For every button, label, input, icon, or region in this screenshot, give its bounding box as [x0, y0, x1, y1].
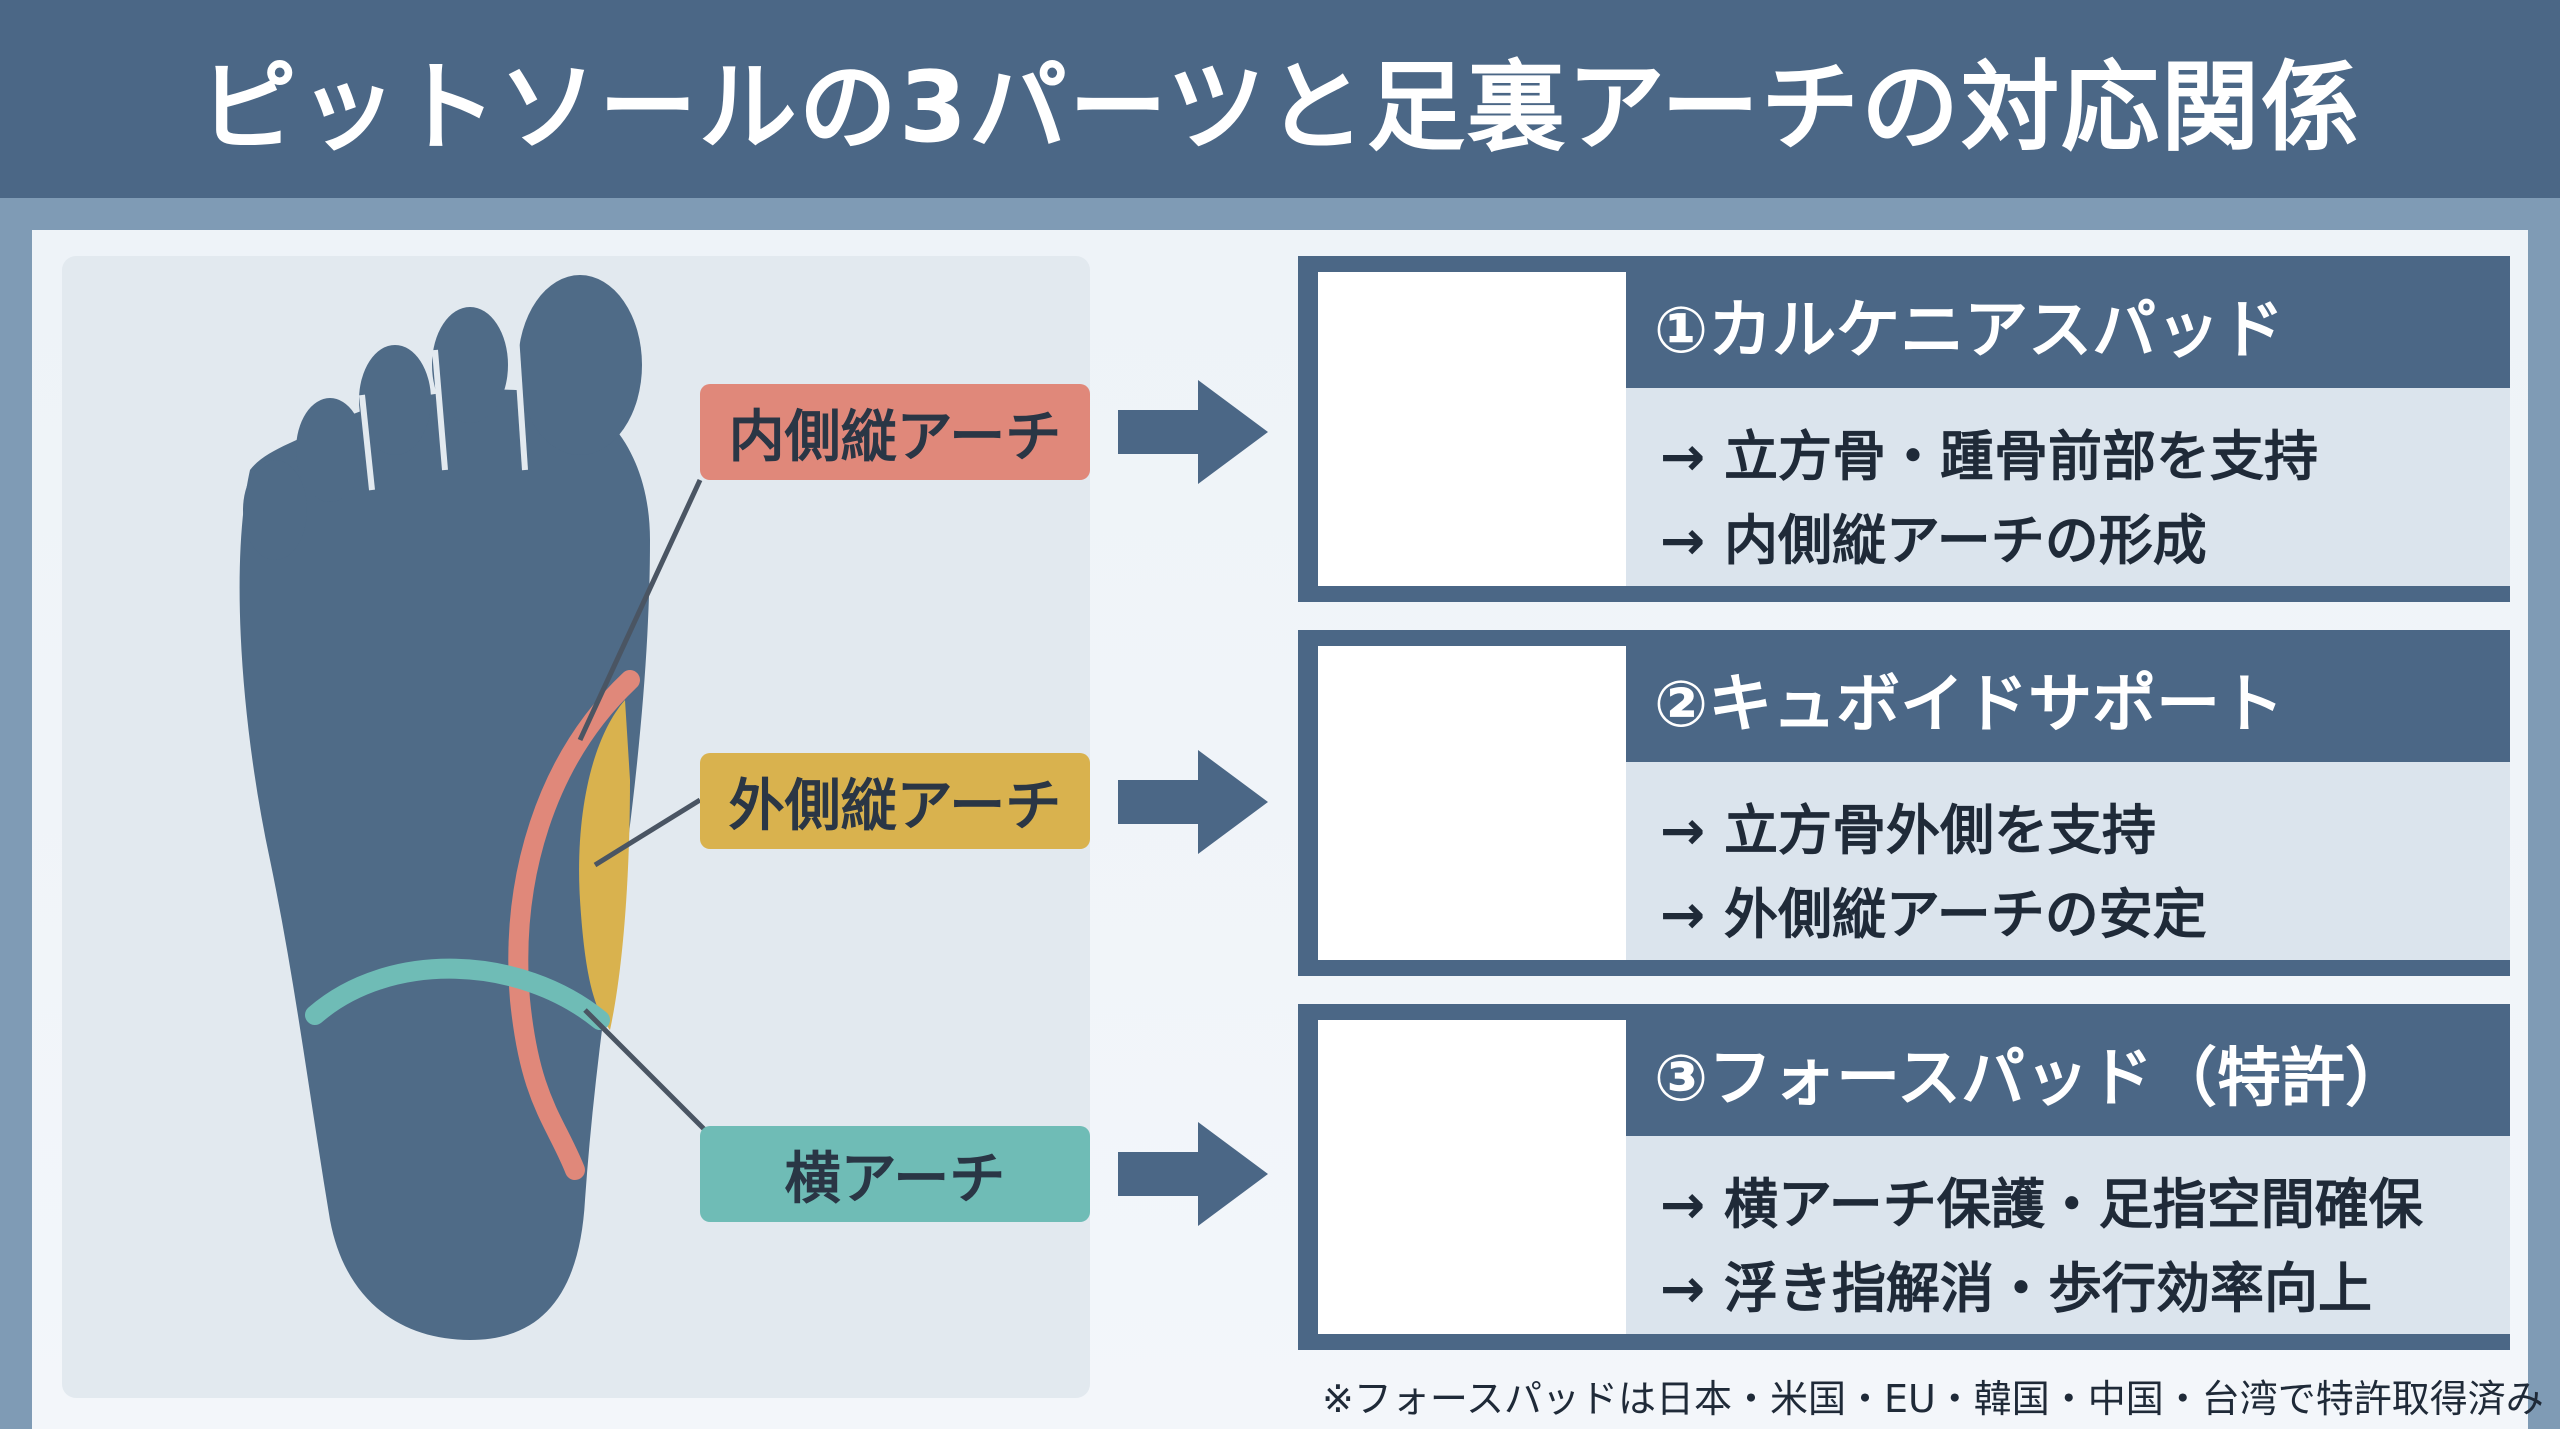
leader-line-medial [577, 478, 703, 742]
card-title: ②キュボイドサポート [1626, 636, 2510, 762]
big-toe [518, 275, 642, 455]
transverse-arch-band [305, 958, 610, 1030]
card-thumbnail [1318, 646, 1626, 960]
toe-gap [432, 349, 448, 471]
toe-gap [359, 394, 375, 491]
card-thumbnail [1318, 1020, 1626, 1334]
arrow-right-icon [1118, 380, 1268, 484]
label-medial-arch: 内側縦アーチ [700, 384, 1090, 480]
little-toe [243, 460, 307, 560]
card-line: → 外側縦アーチの安定 [1660, 883, 2207, 946]
card-line: → 内側縦アーチの形成 [1660, 509, 2207, 572]
leader-line-transverse [583, 1008, 707, 1132]
toe-gap [512, 319, 528, 471]
fourth-toe [296, 398, 364, 502]
card-line: → 浮き指解消・歩行効率向上 [1660, 1257, 2373, 1320]
third-toe [359, 345, 431, 455]
footnote: ※フォースパッドは日本・米国・EU・韓国・中国・台湾で特許取得済み [1322, 1377, 2544, 1421]
card-line: → 立方骨・踵骨前部を支持 [1660, 425, 2319, 488]
second-toe [432, 307, 508, 423]
page-title: ピットソールの3パーツと足裏アーチの対応関係 [198, 51, 2362, 165]
label-lateral-arch: 外側縦アーチ [700, 753, 1090, 849]
arrow-right-icon [1118, 1122, 1268, 1226]
card-line: → 立方骨外側を支持 [1660, 799, 2157, 862]
card-thumbnail [1318, 272, 1626, 586]
label-transverse-arch: 横アーチ [700, 1126, 1090, 1222]
medial-arch-band [508, 670, 640, 1180]
lateral-arch-pad [579, 700, 630, 1030]
card-title: ③フォースパッド（特許） [1626, 1010, 2510, 1136]
card-line: → 横アーチ保護・足指空間確保 [1660, 1173, 2423, 1236]
leader-line-lateral [593, 797, 702, 868]
arrow-right-icon [1118, 750, 1268, 854]
header-bar: ピットソールの3パーツと足裏アーチの対応関係 [0, 0, 2560, 198]
card-title: ①カルケニアスパッド [1626, 262, 2510, 388]
